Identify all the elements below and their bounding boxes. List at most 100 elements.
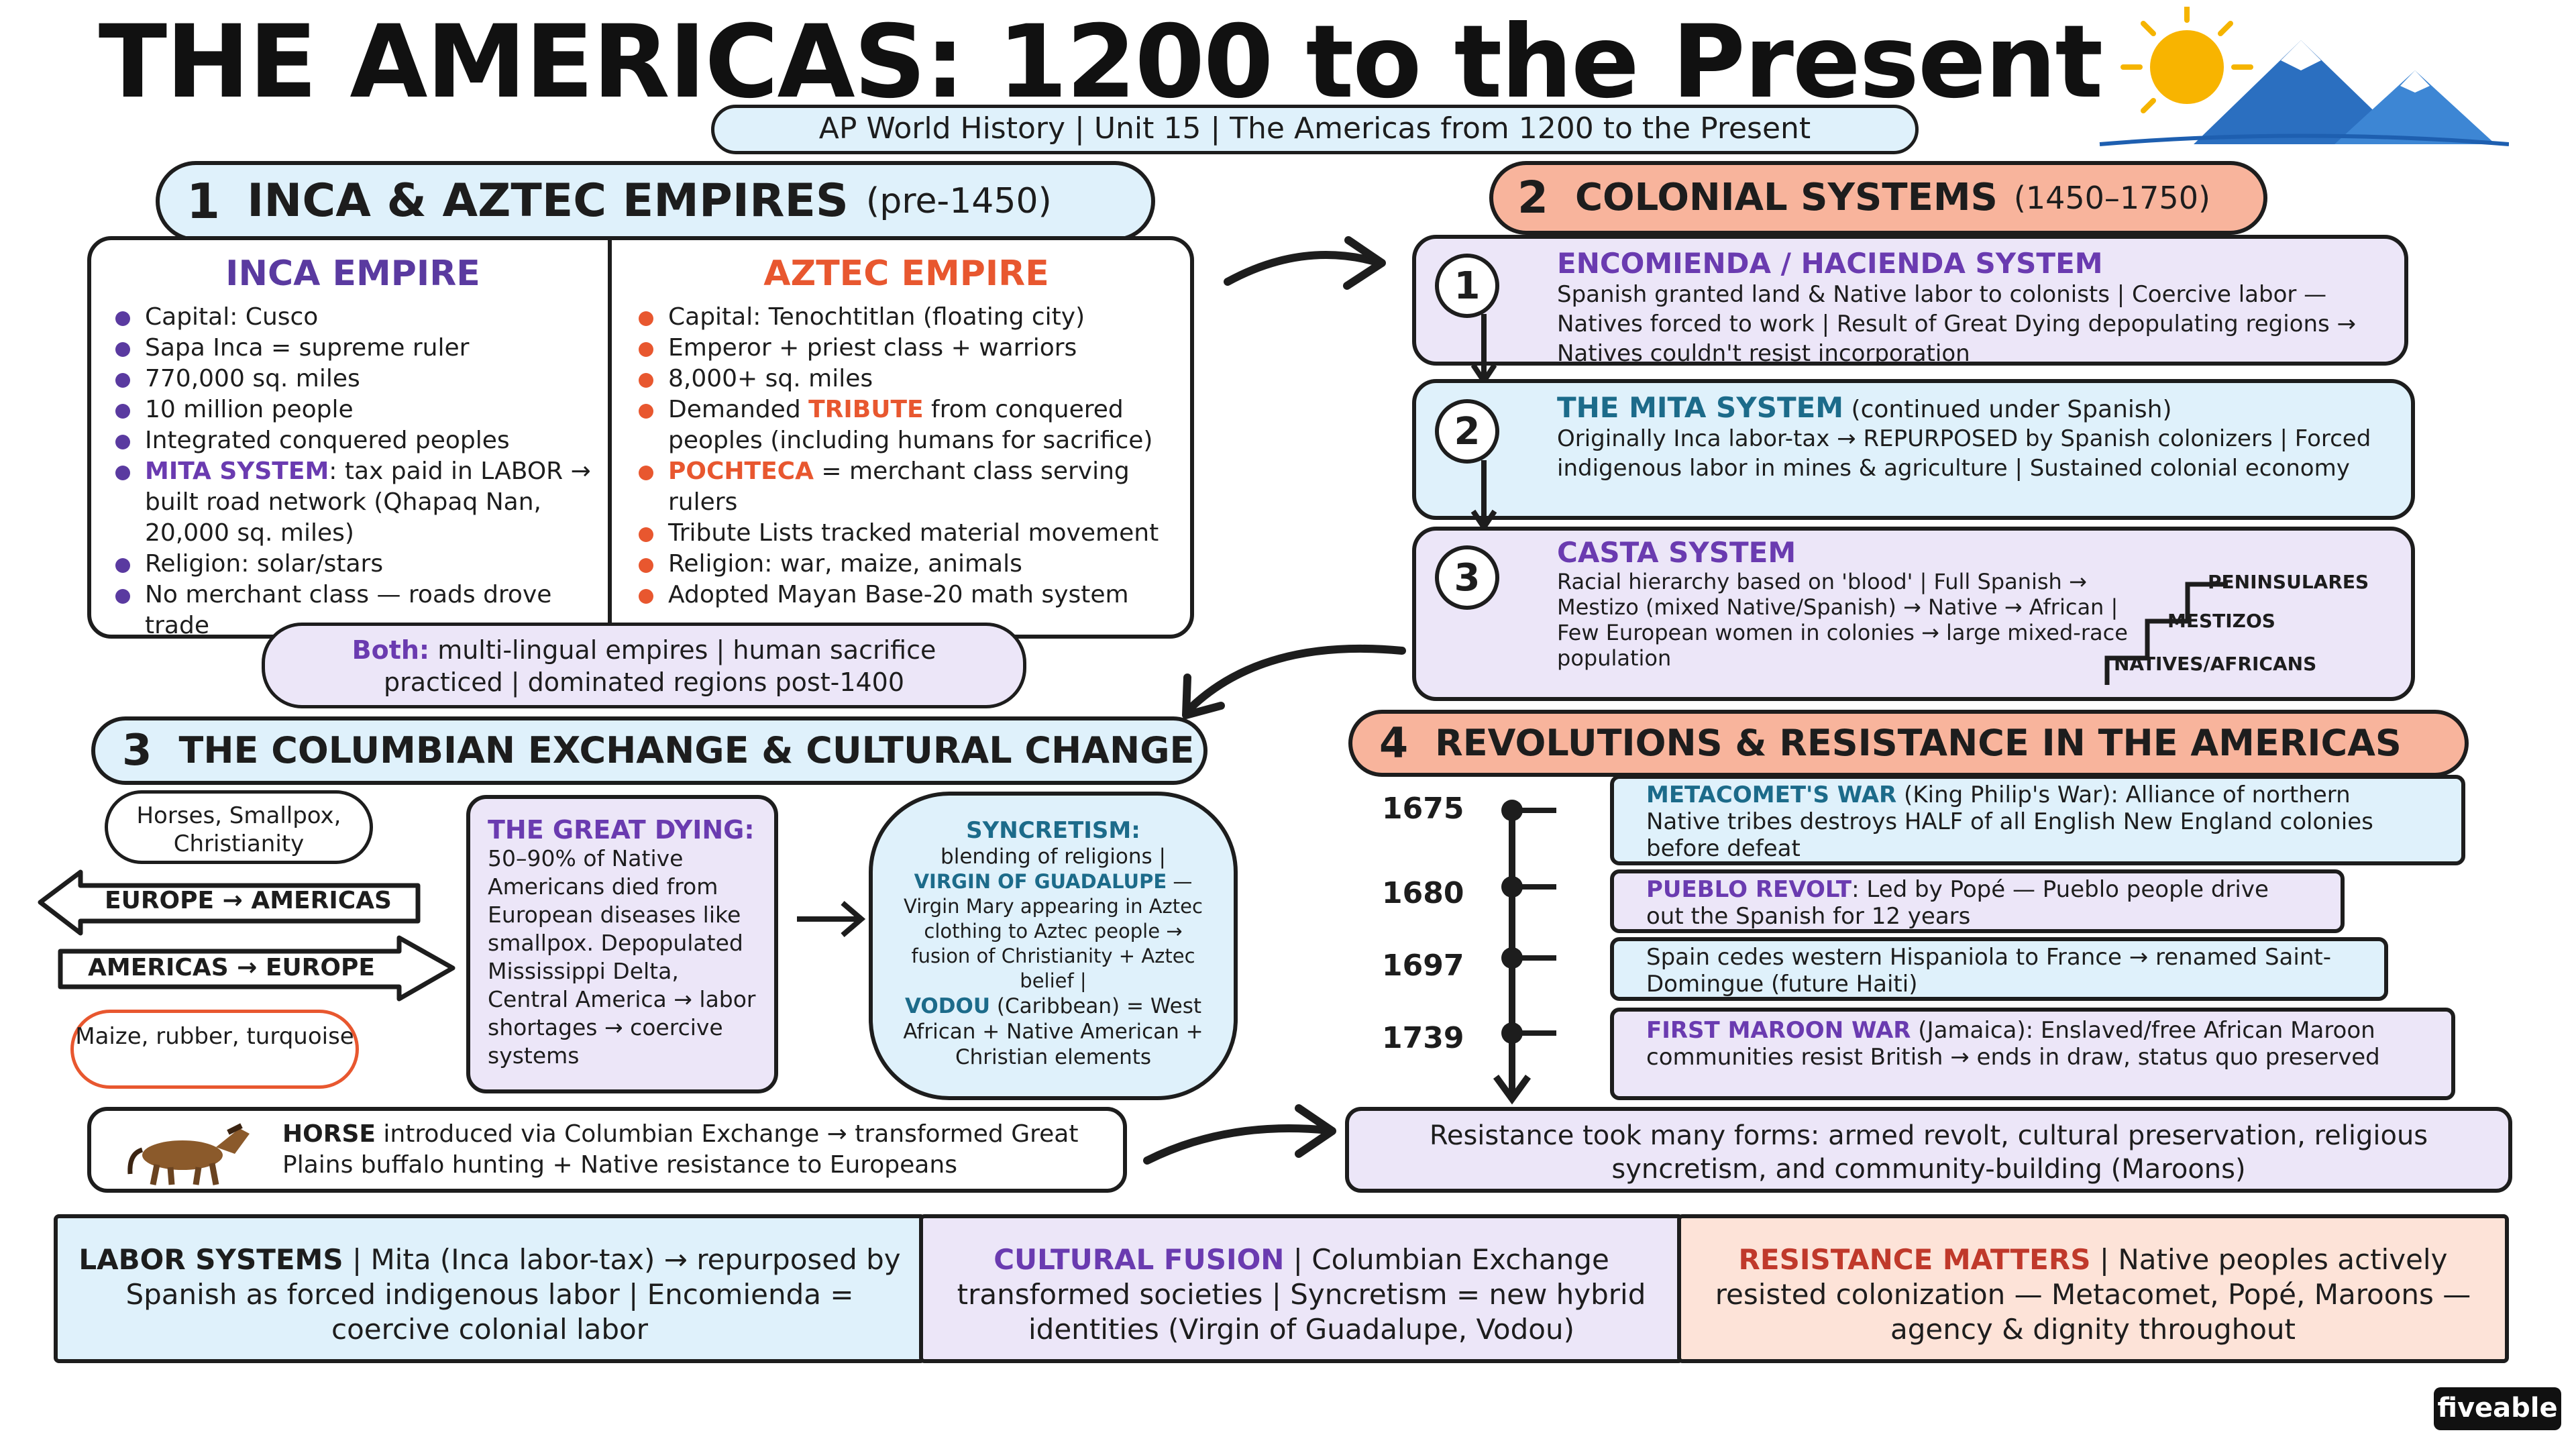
list-item: Tribute Lists tracked material movement [628, 518, 1185, 549]
page-title: THE AMERICAS: 1200 to the Present [98, 4, 2103, 121]
arrow-left-icon [38, 869, 421, 936]
takeaway-label: LABOR SYSTEMS [78, 1243, 343, 1276]
section1-title: INCA & AZTEC EMPIRES [247, 174, 849, 227]
arrow-icon [1470, 314, 1497, 386]
section1-range: (pre-1450) [865, 181, 1052, 221]
mita-label: MITA SYSTEM [145, 458, 329, 485]
section3-number: 3 [122, 726, 152, 775]
list-item: Emperor + priest class + warriors [628, 333, 1185, 364]
arrow-icon [1182, 644, 1406, 719]
timeline-event: FIRST MAROON WAR (Jamaica): Enslaved/fre… [1610, 1008, 2455, 1100]
takeaway-label: CULTURAL FUSION [994, 1243, 1285, 1276]
horse-text: introduced via Columbian Exchange → tran… [282, 1120, 1079, 1179]
list-item: Demanded TRIBUTE from conquered peoples … [628, 394, 1185, 456]
event-text: Spain cedes western Hispaniola to France… [1646, 944, 2331, 998]
item-note: (continued under Spanish) [1843, 396, 2172, 423]
stair-label: MESTIZOS [2167, 610, 2275, 632]
section4-title: REVOLUTIONS & RESISTANCE IN THE AMERICAS [1435, 722, 2402, 764]
item-title: THE MITA SYSTEM [1557, 391, 1844, 424]
europe-goods-bubble: Horses, Smallpox, Christianity [105, 790, 373, 864]
list-item: Religion: solar/stars [105, 549, 601, 580]
bottom-takeaway: CULTURAL FUSION | Columbian Exchange tra… [919, 1214, 1684, 1363]
list-item: POCHTECA = merchant class serving rulers [628, 456, 1185, 518]
timeline-year: 1675 [1382, 792, 1464, 826]
section2-range: (1450–1750) [2013, 180, 2210, 216]
list-item: Integrated conquered peoples [105, 425, 601, 456]
list-item: Adopted Mayan Base-20 math system [628, 580, 1185, 610]
vodou-label: VODOU [904, 994, 991, 1018]
section3-banner: 3 THE COLUMBIAN EXCHANGE & CULTURAL CHAN… [91, 716, 1208, 785]
bottom-takeaway: LABOR SYSTEMS | Mita (Inca labor-tax) → … [54, 1214, 926, 1363]
virgin-label: VIRGIN OF GUADALUPE [914, 870, 1167, 893]
takeaway-text: | Native peoples actively resisted colon… [1715, 1243, 2471, 1346]
event-label: FIRST MAROON WAR [1646, 1017, 1911, 1044]
virgin-row: VIRGIN OF GUADALUPE — Virgin Mary appear… [893, 869, 1214, 994]
item-text: Racial hierarchy based on 'blood' | Full… [1557, 569, 2128, 671]
arrow-icon [1224, 236, 1386, 290]
tribute-post: from conquered peoples (including humans… [668, 396, 1153, 454]
bottom-takeaway: RESISTANCE MATTERS | Native peoples acti… [1677, 1214, 2509, 1363]
event-text: : Led by Popé — Pueblo people drive out … [1646, 876, 2269, 930]
timeline-year: 1680 [1382, 876, 1464, 910]
item-number: 3 [1435, 545, 1499, 610]
list-item: Sapa Inca = supreme ruler [105, 333, 601, 364]
both-label: Both: [352, 635, 430, 665]
section4-banner: 4 REVOLUTIONS & RESISTANCE IN THE AMERIC… [1348, 710, 2469, 777]
stair-label: PENINSULARES [2208, 571, 2369, 593]
timeline-event: METACOMET'S WAR (King Philip's War): All… [1610, 775, 2465, 865]
list-item: MITA SYSTEM: tax paid in LABOR → built r… [105, 456, 601, 549]
takeaway-label: RESISTANCE MATTERS [1738, 1243, 2091, 1276]
horse-label: HORSE [282, 1120, 376, 1148]
item-title-row: THE MITA SYSTEM (continued under Spanish… [1557, 391, 2402, 424]
aztec-title: AZTEC EMPIRE [763, 254, 1049, 294]
arrow-right-icon [58, 935, 455, 1002]
item-text: Spanish granted land & Native labor to c… [1557, 281, 2357, 367]
stair-label: NATIVES/AFRICANS [2114, 653, 2317, 675]
vodou-row: VODOU (Caribbean) = West African + Nativ… [893, 994, 1214, 1070]
item-number: 1 [1435, 254, 1499, 318]
list-item: 10 million people [105, 394, 601, 425]
mita-text: : tax paid in LABOR → built road network… [145, 458, 591, 547]
arrow-left-label: EUROPE → AMERICAS [105, 887, 392, 914]
horse-text-row: HORSE introduced via Columbian Exchange … [282, 1119, 1114, 1181]
colonial-item: 2 THE MITA SYSTEM (continued under Spani… [1412, 379, 2415, 520]
vodou-text: (Caribbean) = West African + Native Amer… [903, 994, 1203, 1069]
pochteca-text: = merchant class serving rulers [668, 458, 1130, 516]
section3-title: THE COLUMBIAN EXCHANGE & CULTURAL CHANGE [178, 729, 1195, 771]
timeline-year: 1739 [1382, 1021, 1464, 1055]
list-item: Capital: Tenochtitlan (floating city) [628, 302, 1185, 333]
timeline-year: 1697 [1382, 949, 1464, 983]
event-label: METACOMET'S WAR [1646, 782, 1897, 808]
horse-card: HORSE introduced via Columbian Exchange … [87, 1107, 1127, 1193]
subtitle: AP World History | Unit 15 | The America… [711, 105, 1919, 154]
item-title: CASTA SYSTEM [1557, 536, 1796, 569]
staircase-icon [2104, 582, 2228, 685]
tribute-pre: Demanded [668, 396, 809, 423]
section1-number: 1 [186, 173, 221, 229]
list-item: Capital: Cusco [105, 302, 601, 333]
arrow-icon [797, 900, 866, 938]
item-text: Originally Inca labor-tax → REPURPOSED b… [1557, 425, 2371, 482]
section1-banner: 1 INCA & AZTEC EMPIRES (pre-1450) [156, 161, 1155, 241]
horse-icon [127, 1123, 250, 1185]
colonial-item: 1 ENCOMIENDA / HACIENDA SYSTEM Spanish g… [1412, 235, 2408, 367]
fiveable-logo: fiveable [2434, 1387, 2561, 1430]
sun-mountains-icon [2099, 7, 2509, 146]
list-item: 770,000 sq. miles [105, 364, 601, 394]
takeaway-text: | Columbian Exchange transformed societi… [957, 1243, 1646, 1346]
event-text: (King Philip's War): Alliance of norther… [1646, 782, 2373, 862]
item-number: 2 [1435, 399, 1499, 464]
event-label: PUEBLO REVOLT [1646, 876, 1852, 903]
arrow-icon [1470, 460, 1497, 533]
sync-label: SYNCRETISM: [966, 817, 1140, 844]
empires-card: INCA EMPIRE Capital: Cusco Sapa Inca = s… [87, 236, 1194, 639]
section4-number: 4 [1379, 718, 1409, 767]
both-note: Both: multi-lingual empires | human sacr… [262, 623, 1026, 708]
resistance-summary: Resistance took many forms: armed revolt… [1345, 1107, 2512, 1193]
both-text: multi-lingual empires | human sacrifice … [383, 635, 936, 697]
section2-number: 2 [1517, 172, 1548, 223]
timeline-event: Spain cedes western Hispaniola to France… [1610, 937, 2388, 1001]
virgin-text: — Virgin Mary appearing in Aztec clothin… [904, 870, 1203, 992]
empires-divider [608, 240, 612, 635]
timeline-event: PUEBLO REVOLT: Led by Popé — Pueblo peop… [1610, 869, 2345, 933]
